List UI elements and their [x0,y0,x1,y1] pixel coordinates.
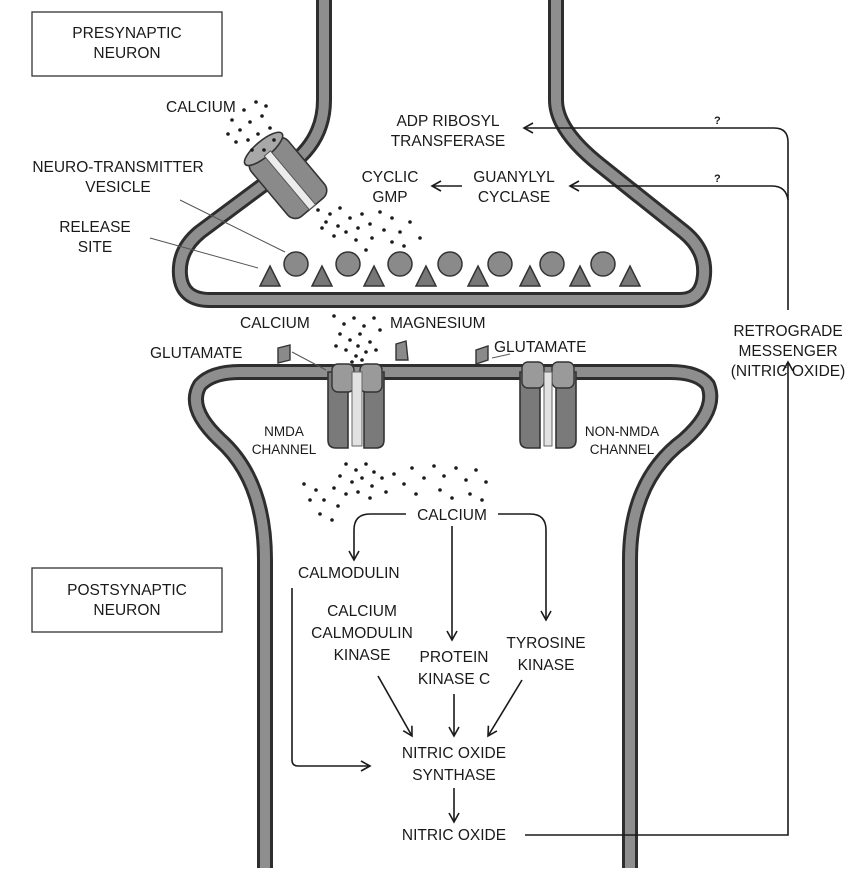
label-camk-line-3: KINASE [334,647,391,664]
label-adp-line-1: ADP RIBOSYL [396,113,499,130]
presynaptic-box-line-1: PRESYNAPTIC [72,25,181,42]
label-calcium-mid: CALCIUM [240,315,310,332]
label-release-line-2: SITE [78,239,112,256]
label-camk-line-2: CALMODULIN [311,625,413,642]
label-retrograde-line-2: MESSENGER [738,343,837,360]
pathway-arrows [292,128,788,835]
glutamate-molecule-left [278,345,290,363]
arrow-retrograde-to-guanylyl [570,186,788,200]
neurotransmitter-vesicles [284,252,615,276]
label-vesicle-line-1: NEURO-TRANSMITTER [32,159,203,176]
postsynaptic-box-line-1: POSTSYNAPTIC [67,582,187,599]
arrow-calcium-to-calmodulin [354,514,406,560]
label-vesicle-line-2: VESICLE [85,179,150,196]
arrow-camk-to-nos [378,676,412,736]
label-calcium-post: CALCIUM [417,507,487,524]
label-glutamate-left: GLUTAMATE [150,345,242,362]
label-question-1: ? [714,115,721,127]
label-magnesium: MAGNESIUM [390,315,486,332]
label-cyclic-gmp-line-2: GMP [372,189,407,206]
postsynaptic-box-line-2: NEURON [93,602,160,619]
label-tyrosine-line-1: TYROSINE [506,635,585,652]
label-nos-line-1: NITRIC OXIDE [402,745,506,762]
non-nmda-channel [520,362,576,448]
label-nitric-oxide: NITRIC OXIDE [402,827,506,844]
presynaptic-box-line-2: NEURON [93,45,160,62]
calcium-ions-cleft [332,314,382,364]
label-calmodulin: CALMODULIN [298,565,400,582]
label-guanylyl-line-2: CYCLASE [478,189,550,206]
arrow-tyrosine-to-nos [488,680,522,736]
label-camk-line-1: CALCIUM [327,603,397,620]
label-release-line-1: RELEASE [59,219,131,236]
presynaptic-neuron-box: PRESYNAPTIC NEURON [32,12,222,76]
arrow-calcium-to-tyrosine [498,514,546,620]
label-non-nmda-line-1: NON-NMDA [585,424,659,439]
label-nos-line-2: SYNTHASE [412,767,496,784]
label-question-2: ? [714,173,721,185]
label-pkc-line-2: KINASE C [418,671,490,688]
label-retrograde-line-3: (NITRIC OXIDE) [731,363,846,380]
label-nmda-line-1: NMDA [264,424,304,439]
label-retrograde-line-1: RETROGRADE [733,323,842,340]
label-pkc-line-1: PROTEIN [420,649,489,666]
label-guanylyl-line-1: GUANYLYL [473,169,555,186]
label-non-nmda-line-2: CHANNEL [590,442,655,457]
glutamate-molecule-right [476,346,488,364]
label-nmda-line-2: CHANNEL [252,442,317,457]
label-cyclic-gmp-line-1: CYCLIC [362,169,419,186]
magnesium-ion [396,341,408,360]
label-calcium-top: CALCIUM [166,99,236,116]
postsynaptic-neuron-box: POSTSYNAPTIC NEURON [32,568,222,632]
nmda-channel [328,364,384,448]
label-glutamate-right: GLUTAMATE [494,339,586,356]
label-adp-line-2: TRANSFERASE [391,133,506,150]
calcium-ions-presynaptic-inside [316,206,422,252]
label-tyrosine-line-2: KINASE [518,657,575,674]
